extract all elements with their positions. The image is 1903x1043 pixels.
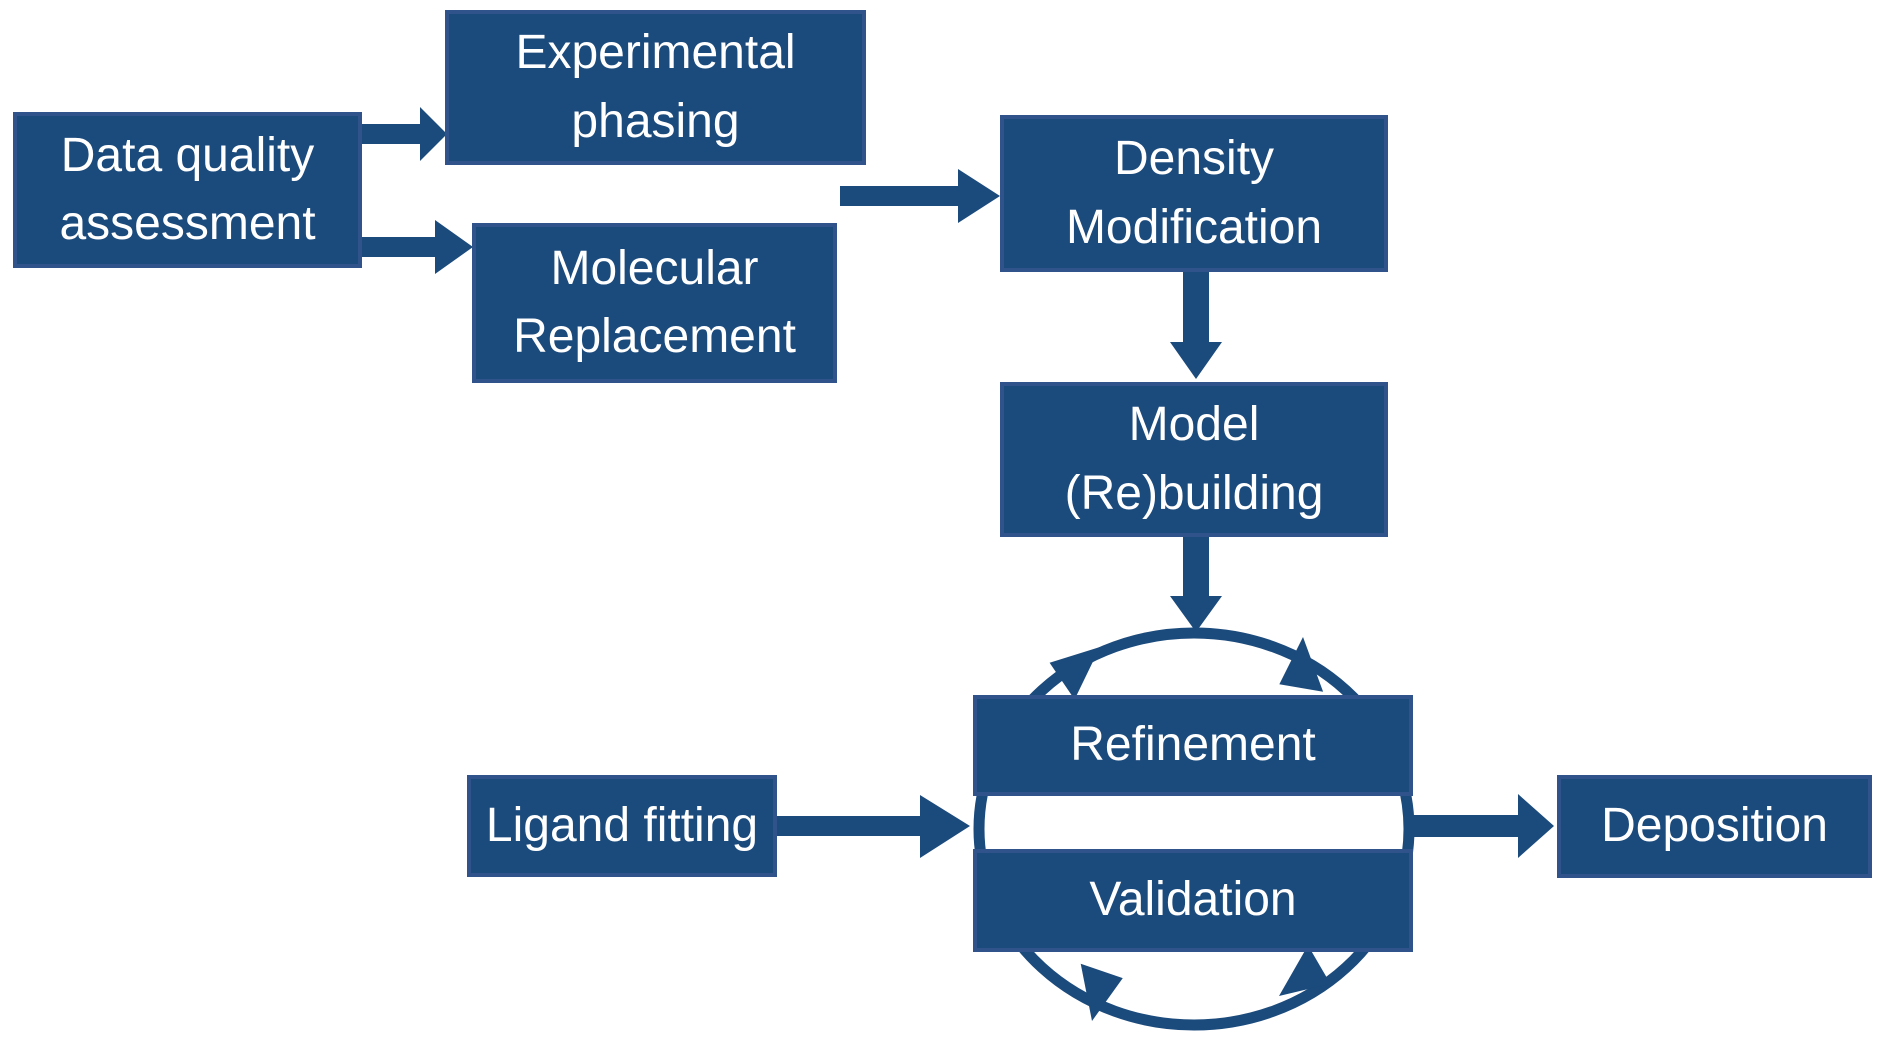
node-data-quality-assessment: Data quality assessment xyxy=(13,112,362,268)
arrow-ligandfitting-to-cycle xyxy=(777,795,970,858)
cycle-arrowhead-top-left-icon xyxy=(1049,647,1100,700)
arrow-modelrebuilding-to-cycle xyxy=(1170,537,1222,632)
arrow-dataquality-to-molecularreplacement xyxy=(362,220,473,274)
node-model-rebuilding: Model (Re)building xyxy=(1000,382,1388,537)
cycle-ring xyxy=(973,627,1415,1031)
node-experimental-phasing: Experimental phasing xyxy=(445,10,866,165)
arrow-cycle-to-deposition xyxy=(1410,794,1554,858)
node-deposition: Deposition xyxy=(1557,775,1872,878)
node-validation: Validation xyxy=(973,849,1413,952)
node-molecular-replacement: Molecular Replacement xyxy=(472,223,837,383)
cycle-arrowhead-bottom-left-icon xyxy=(1080,963,1123,1021)
cycle-arrowhead-top-right-icon xyxy=(1279,637,1324,692)
node-refinement: Refinement xyxy=(973,695,1413,796)
cycle-arrowhead-bottom-right-icon xyxy=(1279,945,1331,996)
arrow-phasing-to-densitymodification xyxy=(840,169,1000,223)
arrow-densitymodification-to-modelrebuilding xyxy=(1170,272,1222,379)
arrow-dataquality-to-experimentalphasing xyxy=(362,107,447,161)
node-ligand-fitting: Ligand fitting xyxy=(467,775,777,877)
node-density-modification: Density Modification xyxy=(1000,115,1388,272)
